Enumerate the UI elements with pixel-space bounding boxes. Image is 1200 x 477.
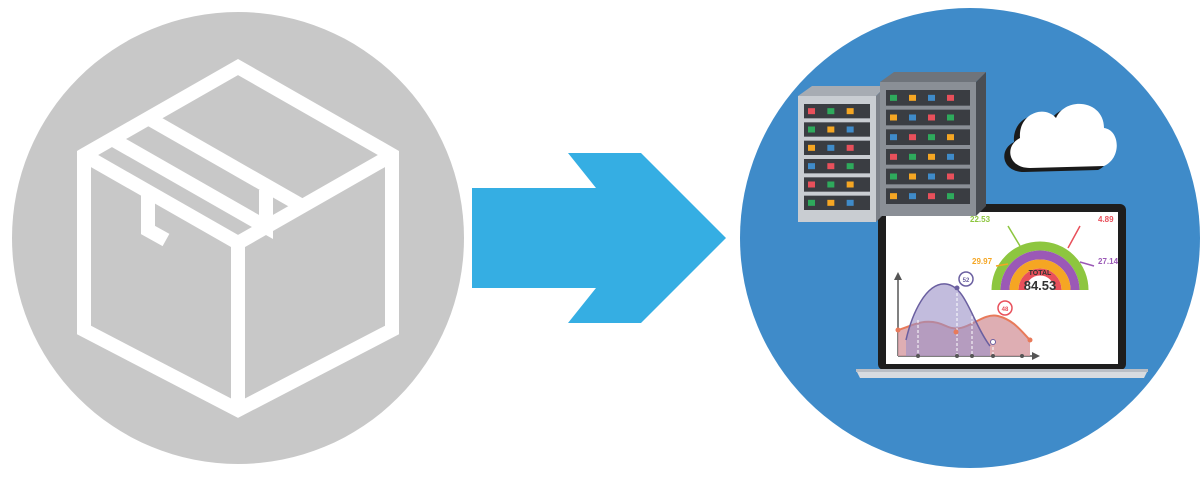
gauge-total-label: TOTAL [1029,270,1052,277]
gauge-label-top-right: 4.89 [1098,215,1114,224]
gauge-label-top-left: 22.53 [970,215,991,224]
bubble-left: 52 [958,271,974,287]
package-box-icon [77,58,399,418]
svg-text:52: 52 [963,278,970,284]
gauge-total-value: 84.53 [1024,278,1057,293]
bubble-right: 48 [997,300,1013,316]
cloud-icon [1004,103,1117,172]
laptop-icon: 22.53 4.89 29.97 27.14 TOTAL 84.53 [856,204,1148,378]
left-node [12,12,464,464]
arrow-right-icon [472,153,726,323]
gauge-label-mid-left: 29.97 [972,257,993,266]
area-chart [894,272,1040,360]
right-node: 22.53 4.89 29.97 27.14 TOTAL 84.53 [740,8,1200,468]
gauge-chart [991,225,1095,291]
gauge-label-mid-right: 27.14 [1098,257,1119,266]
server-rack-icon [798,72,986,222]
svg-text:48: 48 [1002,307,1009,313]
